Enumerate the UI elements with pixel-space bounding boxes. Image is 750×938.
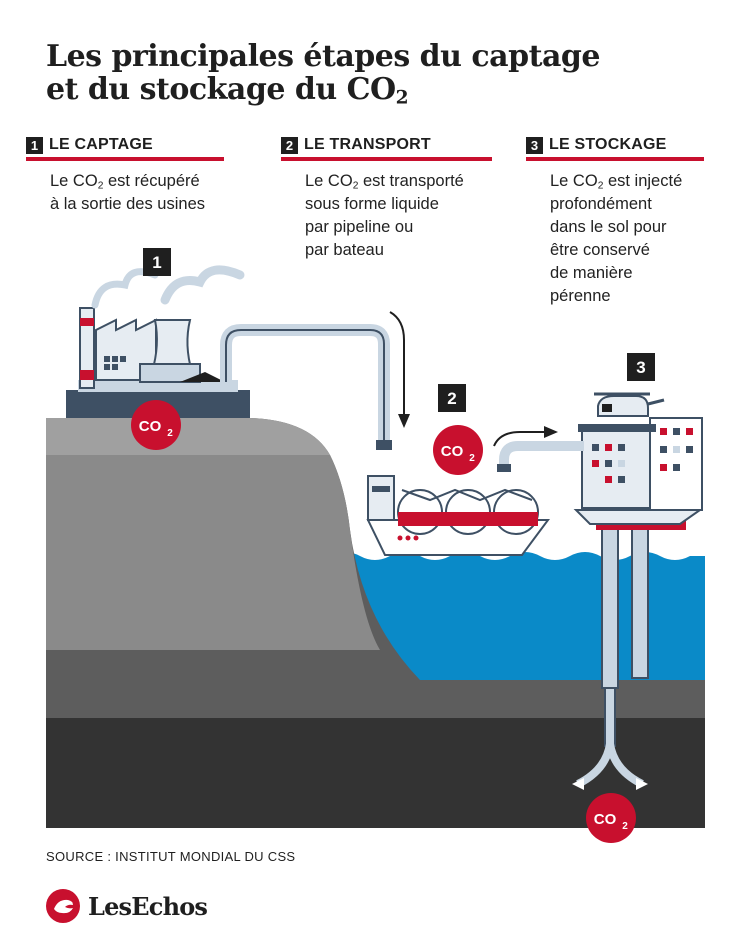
brand-logo: LesEchos [46, 889, 208, 923]
step-description: Le CO2 est transporté sous forme liquide… [305, 170, 492, 262]
step-description: Le CO2 est injecté profondément dans le … [550, 170, 704, 308]
step-label: LE CAPTAGE [49, 136, 153, 153]
land-surface [46, 418, 330, 455]
title-subscript: 2 [395, 87, 409, 109]
marker-ship: 2 [438, 384, 466, 412]
desc-text: Le CO [550, 172, 598, 190]
brand-name: LesEchos [88, 891, 208, 921]
step-capture: 1 LE CAPTAGE Le CO2 est récupéré à la so… [26, 136, 224, 216]
injection-well [604, 687, 616, 747]
step-header: 1 LE CAPTAGE [26, 136, 224, 161]
step-label: LE STOCKAGE [549, 136, 667, 153]
desc-line: dans le sol pour [550, 218, 667, 236]
source-note: SOURCE : INSTITUT MONDIAL DU CSS [46, 849, 296, 864]
desc-line: de manière [550, 264, 633, 282]
step-label: LE TRANSPORT [304, 136, 431, 153]
desc-text: est injecté [603, 172, 683, 190]
svg-text:3: 3 [636, 358, 645, 377]
step-number: 3 [526, 136, 543, 154]
desc-text: Le CO [50, 172, 98, 190]
desc-line: profondément [550, 195, 652, 213]
step-number: 2 [281, 136, 298, 154]
step-description: Le CO2 est récupéré à la sortie des usin… [50, 170, 224, 216]
desc-line: par pipeline ou [305, 218, 414, 236]
desc-text: est transporté [358, 172, 464, 190]
svg-text:CO: CO [139, 418, 162, 435]
factory [66, 265, 250, 418]
desc-text: est récupéré [103, 172, 200, 190]
flow-arrow-right [493, 431, 548, 447]
desc-line: pérenne [550, 287, 611, 305]
co2-badge-factory: CO 2 [131, 400, 181, 450]
step-transport: 2 LE TRANSPORT Le CO2 est transporté sou… [281, 136, 492, 262]
offshore-platform [573, 392, 704, 689]
platform-faucet [499, 441, 584, 468]
land-slope [46, 455, 380, 650]
flow-arrow-down [389, 311, 405, 420]
ship [366, 475, 550, 556]
desc-subscript: 2 [597, 180, 604, 192]
svg-text:2: 2 [167, 428, 173, 439]
page-title: Les principales étapes du captage et du … [46, 39, 666, 109]
les-echos-emblem-icon [46, 889, 80, 923]
step-number: 1 [26, 136, 43, 154]
step-header: 3 LE STOCKAGE [526, 136, 704, 161]
title-line-2: et du stockage du CO [46, 72, 396, 107]
step-storage: 3 LE STOCKAGE Le CO2 est injecté profond… [526, 136, 704, 308]
svg-text:2: 2 [622, 821, 628, 832]
svg-text:2: 2 [447, 389, 456, 408]
desc-line: sous forme liquide [305, 195, 439, 213]
desc-line: être conservé [550, 241, 650, 259]
desc-text: Le CO [305, 172, 353, 190]
step-header: 2 LE TRANSPORT [281, 136, 492, 161]
svg-text:2: 2 [469, 453, 475, 464]
co2-badge-storage: CO 2 [586, 793, 636, 843]
desc-subscript: 2 [97, 180, 104, 192]
marker-factory: 1 [143, 248, 171, 276]
title-line-1: Les principales étapes du captage [46, 39, 600, 74]
svg-text:1: 1 [152, 253, 161, 272]
desc-line: par bateau [305, 241, 384, 259]
svg-text:CO: CO [441, 443, 464, 460]
desc-line: à la sortie des usines [50, 195, 206, 213]
desc-subscript: 2 [352, 180, 359, 192]
co2-badge-ship: CO 2 [433, 425, 483, 475]
svg-text:CO: CO [594, 811, 617, 828]
marker-platform: 3 [627, 353, 655, 381]
seabed-layer [46, 680, 705, 718]
